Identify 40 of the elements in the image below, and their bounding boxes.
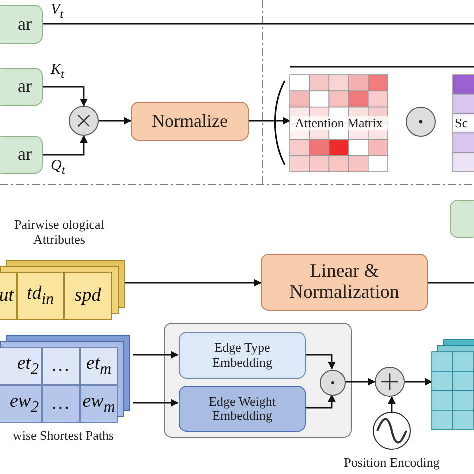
sine-wave-icon (373, 412, 411, 450)
node-caption: Position Encoding (344, 455, 440, 471)
arrow (345, 378, 376, 386)
stack-heading: Pairwise ological Attributes (14, 218, 106, 248)
matrix-label: Attention Matrix (290, 116, 388, 131)
add-operator (375, 367, 405, 397)
arrow (405, 378, 433, 386)
arrow (249, 117, 291, 125)
arrow (133, 351, 179, 359)
embedding-box: Edge Type Embedding (179, 332, 306, 379)
dot-product-operator (320, 370, 346, 396)
arrow (43, 86, 88, 107)
arrow (305, 354, 336, 370)
attribute-label: ut (0, 285, 14, 307)
matrix-label: Sc (453, 116, 474, 131)
linear-layer-box: ar (0, 136, 43, 174)
linear-layer-box: ar (0, 5, 43, 44)
arrow (43, 135, 88, 156)
linear-layer-box: ar (0, 68, 43, 106)
arrow (305, 394, 336, 409)
arrow (133, 399, 179, 407)
attribute-label: td$_{in}$ (26, 283, 54, 309)
arrow (125, 279, 262, 287)
embedding-box: Edge Weight Embedding (179, 386, 306, 432)
path-element-label: … (52, 355, 70, 377)
path-element-label: et$_{m}$ (86, 353, 112, 379)
path-element-label: … (52, 393, 70, 415)
arrow (99, 117, 132, 125)
attribute-label: spd (74, 285, 102, 307)
module-box (450, 200, 474, 238)
normalize-box: Normalize (131, 102, 249, 141)
stack-caption: wise Shortest Paths (12, 429, 116, 444)
multiply-operator (69, 106, 99, 136)
linear-normalization-box: Linear & Normalization (261, 254, 428, 311)
path-element-label: ew$_{m}$ (82, 391, 116, 417)
path-element-label: ew$_{2}$ (10, 391, 39, 417)
arrow (388, 396, 396, 412)
embedding-module-panel (164, 323, 352, 438)
dot-product-operator (406, 107, 436, 137)
path-element-label: et$_{2}$ (17, 353, 39, 379)
